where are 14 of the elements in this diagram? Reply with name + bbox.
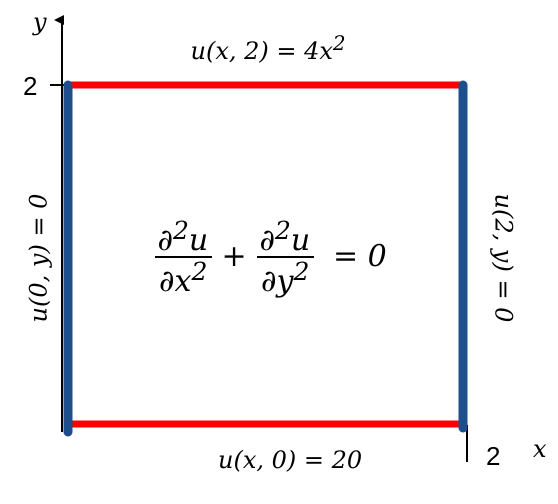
boundary-condition-label: u(2, y) = 0	[490, 194, 515, 322]
numerator: ∂$^{2}$u	[158, 218, 208, 256]
denominator: ∂x$^{2}$	[159, 259, 208, 297]
axis-label: y	[33, 10, 47, 34]
tick-label: 2	[23, 73, 38, 99]
numerator: ∂$^{2}$u	[260, 218, 310, 256]
boundary-condition-label: u(x, 0) = 20	[218, 448, 362, 472]
equals-zero: = 0	[333, 242, 387, 272]
boundary-condition-label: u(x, 2) = 4x$^{2}$	[190, 33, 346, 63]
axis-label: x	[533, 437, 547, 461]
tick-label: 2	[486, 443, 500, 469]
plus-sign: +	[222, 242, 247, 272]
boundary-condition-label: u(0, y) = 0	[26, 194, 50, 322]
denominator: ∂y$^{2}$	[261, 259, 310, 297]
